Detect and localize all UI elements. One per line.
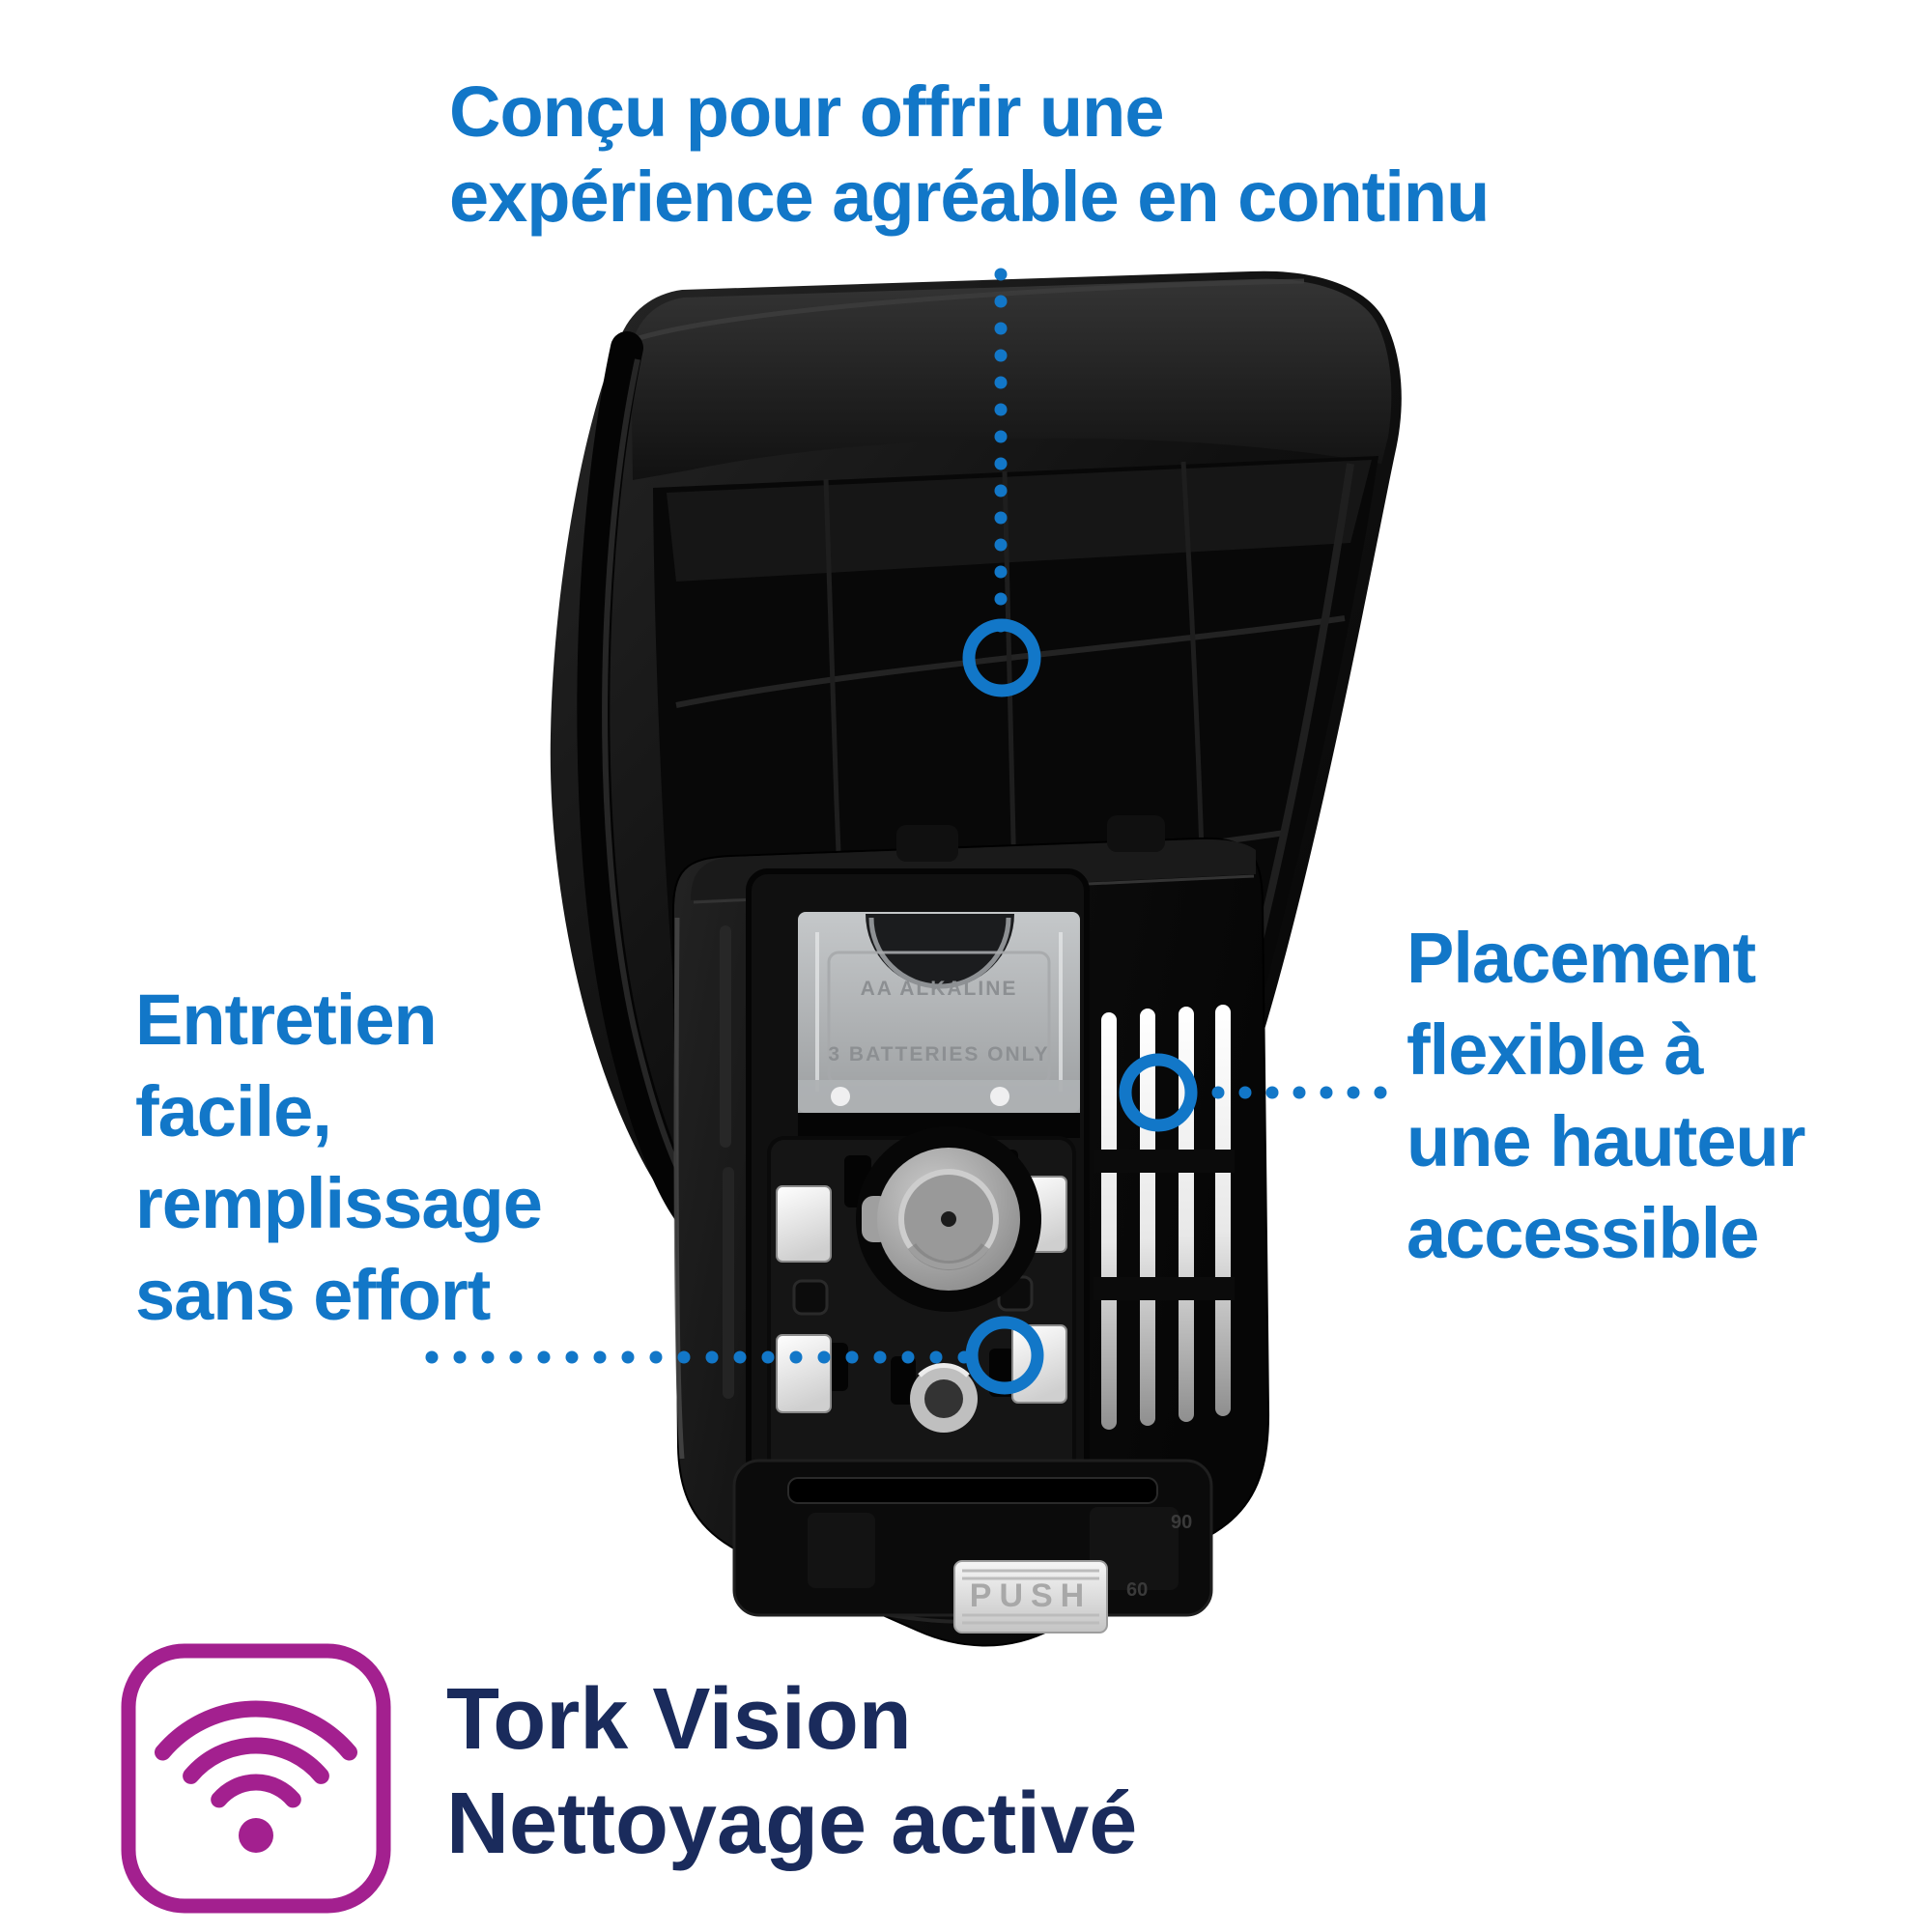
dispenser-body: AA ALKALINE 3 BATTERIES ONLY [671, 815, 1270, 1647]
lid-front-band [631, 278, 1392, 480]
connector-dot [1320, 1086, 1333, 1099]
callout-top-line-1: Conçu pour offrir une [449, 71, 1165, 152]
lid-cavity-sheen [667, 460, 1372, 582]
connector-dot [1347, 1086, 1360, 1099]
battery-cover-text-2: 3 BATTERIES ONLY [828, 1043, 1049, 1065]
battery-cover-text-1: AA ALKALINE [861, 978, 1018, 1000]
callout-left-line-4: sans effort [135, 1255, 491, 1335]
connector-dot [994, 511, 1008, 525]
connector-dot [994, 430, 1008, 443]
lid-left-rail-highlight [602, 358, 698, 1204]
connector-dot [1265, 1086, 1279, 1099]
connector-dot [994, 349, 1008, 362]
connector-dot [994, 484, 1008, 497]
connector-dot [994, 376, 1008, 389]
connector-dot [761, 1350, 775, 1364]
callout-right-line-3: une hauteur [1406, 1101, 1805, 1181]
connector-dot [994, 322, 1008, 335]
hinge-tab-right [1107, 815, 1165, 852]
connector-dot [901, 1350, 915, 1364]
callout-left-line-3: remplissage [135, 1163, 543, 1243]
bottom-chin: 90 60 PUSH [732, 1459, 1213, 1634]
connector-dot [677, 1350, 691, 1364]
connector-dot [1211, 1086, 1225, 1099]
callout-right-line-4: accessible [1406, 1193, 1759, 1273]
connector-dot [994, 295, 1008, 308]
connector-dot [537, 1350, 551, 1364]
connector-dot [1293, 1086, 1306, 1099]
wifi-icon [155, 1700, 357, 1853]
callout-circle-right [1119, 1053, 1198, 1132]
connector-dot [817, 1350, 831, 1364]
connector-dot [425, 1350, 439, 1364]
mechanism-panel [767, 1126, 1076, 1474]
outlet-tube [910, 1363, 978, 1433]
connector-dot [453, 1350, 467, 1364]
connector-dot [1238, 1086, 1252, 1099]
callout-circle-top [962, 618, 1041, 697]
connector-dot [994, 457, 1008, 470]
footer-title-line-1: Tork Vision [446, 1671, 912, 1768]
lid-top-highlight [632, 278, 1305, 343]
connector-dot [565, 1350, 579, 1364]
hinge-tab-left [896, 825, 958, 862]
callout-left-line-1: Entretien [135, 980, 438, 1060]
pump-assembly [856, 1126, 1041, 1312]
connector-dot [994, 592, 1008, 606]
connector-dot [994, 403, 1008, 416]
callout-text-right: Placement flexible à une hauteur accessi… [1406, 912, 1805, 1279]
callout-top-line-2: expérience agréable en continu [449, 156, 1490, 237]
lid-left-rail [577, 331, 704, 1226]
connector-dot [593, 1350, 607, 1364]
connector-dot [481, 1350, 495, 1364]
molded-mark-90: 90 [1171, 1512, 1192, 1533]
callout-left-line-2: facile, [135, 1071, 332, 1151]
callout-text-left: Entretien facile, remplissage sans effor… [135, 974, 543, 1341]
connector-dot [994, 565, 1008, 579]
connector-dot [994, 268, 1008, 281]
connector-dot [621, 1350, 635, 1364]
footer-title: Tork Vision Nettoyage activé [446, 1667, 1137, 1876]
connector-dot [789, 1350, 803, 1364]
callout-right-line-1: Placement [1406, 918, 1756, 998]
dotted-line-right [1211, 1086, 1387, 1099]
callout-right-line-2: flexible à [1406, 1009, 1704, 1090]
dotted-line-bottom [425, 1350, 971, 1364]
molded-mark-60: 60 [1126, 1579, 1148, 1601]
connector-dot [705, 1350, 719, 1364]
push-button-label: PUSH [970, 1577, 1092, 1614]
connector-dot [509, 1350, 523, 1364]
connector-dot [1374, 1086, 1387, 1099]
callout-text-top: Conçu pour offrir une expérience agréabl… [449, 70, 1490, 240]
push-button[interactable]: PUSH [953, 1560, 1108, 1634]
body-left-rim-highlight [673, 917, 685, 1460]
connector-dot [994, 538, 1008, 552]
footer-title-line-2: Nettoyage activé [446, 1776, 1138, 1872]
connector-dot [733, 1350, 747, 1364]
connector-dot [845, 1350, 859, 1364]
connector-dot [873, 1350, 887, 1364]
battery-cover: AA ALKALINE 3 BATTERIES ONLY [798, 912, 1080, 1138]
tork-vision-logo [121, 1643, 391, 1914]
connector-dot [649, 1350, 663, 1364]
connector-dot [929, 1350, 943, 1364]
callout-graphics [425, 268, 1387, 1395]
callout-circle-bottom [965, 1316, 1044, 1395]
